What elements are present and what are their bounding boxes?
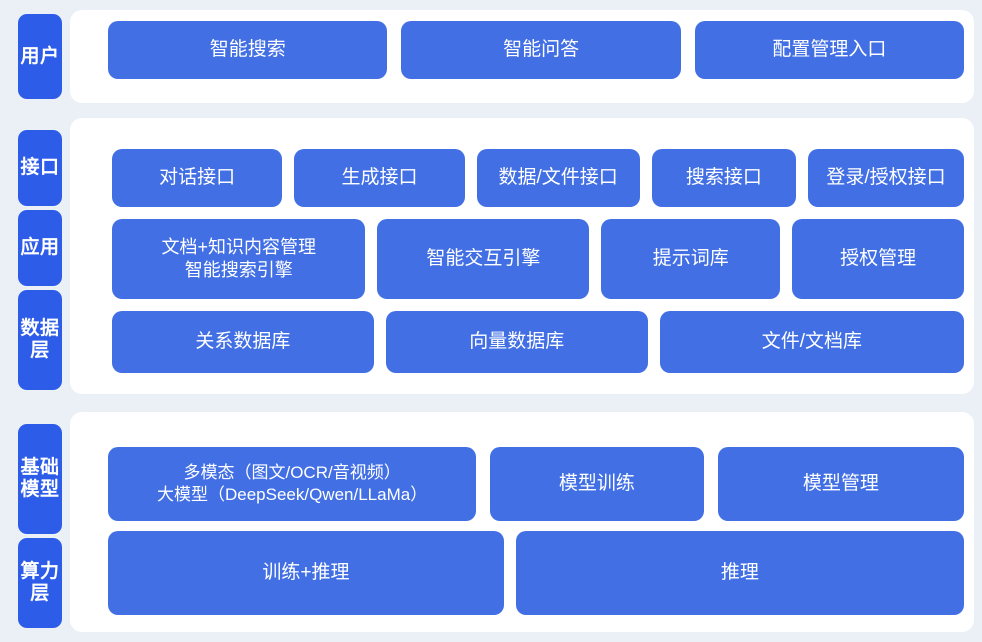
row-compute-layer: 训练+推理推理 [108,531,964,615]
node-card[interactable]: 训练+推理 [108,531,504,615]
node-card[interactable]: 授权管理 [792,219,964,299]
rail-tab-user[interactable]: 用户 [18,14,62,99]
row-foundation-model-layer: 多模态（图文/OCR/音视频） 大模型（DeepSeek/Qwen/LLaMa）… [108,447,964,521]
rail-tab-interface[interactable]: 接口 [18,130,62,206]
node-card[interactable]: 模型训练 [490,447,704,521]
row-interface-layer: 对话接口生成接口数据/文件接口搜索接口登录/授权接口 [112,149,964,207]
node-card[interactable]: 多模态（图文/OCR/音视频） 大模型（DeepSeek/Qwen/LLaMa） [108,447,477,521]
rail-tab-data[interactable]: 数据层 [18,290,62,390]
row-data-layer: 关系数据库向量数据库文件/文档库 [112,311,964,373]
row-application-layer: 文档+知识内容管理 智能搜索引擎智能交互引擎提示词库授权管理 [112,219,964,299]
node-card[interactable]: 智能交互引擎 [377,219,590,299]
rail-tab-foundation-model[interactable]: 基础模型 [18,424,62,534]
rail-tab-compute[interactable]: 算力层 [18,538,62,628]
node-card[interactable]: 登录/授权接口 [808,149,964,207]
node-card[interactable]: 提示词库 [601,219,781,299]
node-card[interactable]: 智能搜索 [108,21,388,79]
node-card[interactable]: 搜索接口 [651,149,797,207]
node-card[interactable]: 向量数据库 [385,311,648,373]
node-card[interactable]: 配置管理入口 [694,21,964,79]
node-card[interactable]: 数据/文件接口 [476,149,640,207]
node-card[interactable]: 智能问答 [401,21,681,79]
node-card[interactable]: 模型管理 [717,447,964,521]
layer-rail: 用户 接口 应用 数据层 基础模型 算力层 [0,0,80,642]
node-card[interactable]: 生成接口 [294,149,465,207]
node-card[interactable]: 对话接口 [112,149,283,207]
node-card[interactable]: 文档+知识内容管理 智能搜索引擎 [112,219,366,299]
row-user-layer: 智能搜索智能问答配置管理入口 [108,21,964,79]
node-card[interactable]: 关系数据库 [112,311,374,373]
node-card[interactable]: 文件/文档库 [659,311,964,373]
rail-tab-application[interactable]: 应用 [18,210,62,286]
node-card[interactable]: 推理 [515,531,964,615]
